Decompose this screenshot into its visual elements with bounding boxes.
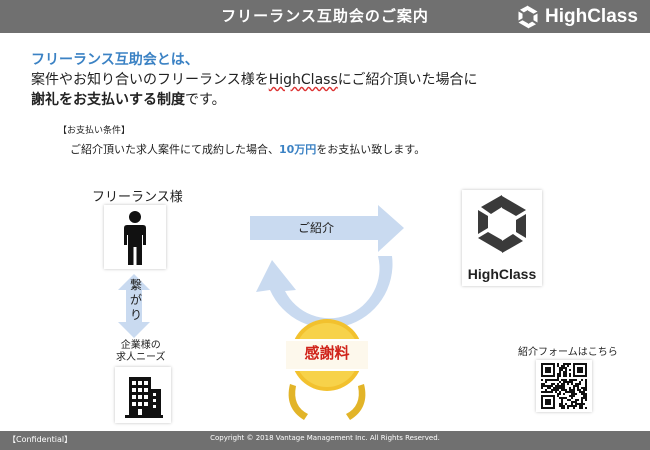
freelancer-card	[104, 205, 166, 269]
connection-label: 繋がり	[129, 278, 142, 322]
logo-text: HighClass	[545, 6, 638, 27]
corporate-card	[115, 367, 171, 423]
footer-confidential: 【Confidential】	[8, 435, 73, 444]
reward-amount: 10万円	[279, 143, 317, 156]
conditions-post: をお支払い致します。	[316, 143, 426, 156]
person-icon	[124, 211, 146, 265]
qr-code-icon	[541, 363, 587, 409]
highclass-logo-icon	[478, 195, 526, 253]
page-title: フリーランス互助会のご案内	[221, 7, 429, 25]
header-bar	[0, 0, 650, 33]
intro-body-pre: 案件やお知り合いのフリーランス様を	[31, 72, 269, 88]
freelancer-label: フリーランス様	[92, 190, 183, 205]
intro-body: 案件やお知り合いのフリーランス様をHighClassにご紹介頂いた場合に	[31, 69, 477, 89]
highclass-label: HighClass	[467, 266, 537, 282]
return-arrow	[256, 256, 393, 329]
payment-conditions-label: 【お支払い条件】	[58, 126, 131, 136]
connection-double-arrow	[118, 274, 150, 338]
footer-bar	[0, 431, 650, 450]
conditions-pre: ご紹介頂いた求人案件にて成約した場合、	[70, 143, 279, 156]
intro-body-post: にご紹介頂いた場合に	[337, 72, 478, 88]
footer-copyright: Copyright © 2018 Vantage Management Inc.…	[210, 434, 440, 442]
corporate-label-line1: 企業様の	[120, 340, 161, 351]
corporate-label-line2: 求人ニーズ	[116, 352, 166, 363]
payment-conditions-text: ご紹介頂いた求人案件にて成約した場合、10万円をお支払い致します。	[70, 141, 425, 157]
introduction-label: ご紹介	[298, 221, 335, 235]
medal-icon	[284, 319, 370, 420]
qr-code[interactable]	[536, 360, 592, 412]
reward-label: 感謝料	[304, 344, 350, 362]
building-icon	[125, 377, 163, 418]
corporate-label: 企業様の 求人ニーズ	[116, 340, 166, 364]
intro-title: フリーランス互助会とは、	[31, 52, 199, 68]
highclass-logo-icon	[518, 5, 538, 29]
intro-body-2: 謝礼をお支払いする制度です。	[31, 89, 226, 109]
intro-body-brand: HighClass	[268, 72, 338, 88]
highclass-card	[462, 190, 542, 286]
qr-label: 紹介フォームはこちら	[518, 347, 618, 358]
header-logo: HighClass	[516, 4, 638, 30]
introduction-arrow	[250, 205, 404, 252]
intro-body-2-bold: 謝礼をお支払いする制度	[31, 92, 185, 108]
intro-body-2-rest: です。	[185, 92, 226, 108]
